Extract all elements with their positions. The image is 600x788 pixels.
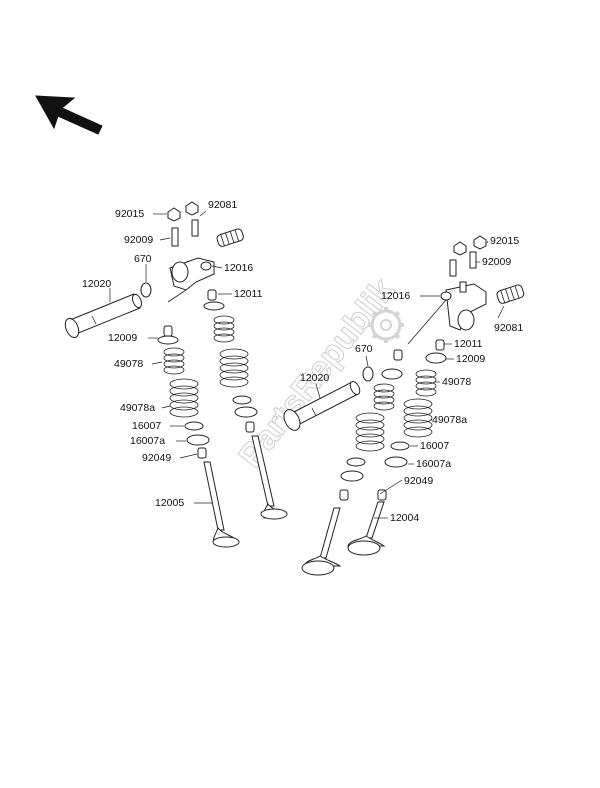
label-12020-right: 12020	[300, 372, 329, 384]
rocker-spring-right	[496, 284, 525, 304]
inner-spring-right-a	[373, 383, 395, 411]
outer-spring-left-a	[169, 378, 199, 418]
label-49078a-left: 49078a	[120, 402, 155, 414]
valve-left-a	[203, 461, 240, 548]
label-12016-left: 12016	[224, 262, 253, 274]
label-92049-left: 92049	[142, 452, 171, 464]
label-16007-left: 16007	[132, 420, 161, 432]
outer-spring-left-b	[219, 348, 249, 388]
cotters-right-b	[435, 339, 445, 351]
spring-seat-2-right-a	[340, 470, 364, 482]
retainer-left-a	[157, 335, 179, 345]
spring-seat-left-a	[184, 421, 204, 431]
valve-left-b	[251, 435, 288, 520]
valve-right-a	[301, 507, 342, 576]
outer-spring-right-a	[355, 412, 385, 452]
inner-spring-left-b	[213, 315, 235, 343]
label-92009-right: 92009	[482, 256, 511, 268]
cotters-left-a	[163, 325, 173, 337]
retainer-right-a	[381, 368, 403, 380]
rocker-spring-left	[216, 228, 244, 247]
inner-spring-left-a	[163, 347, 185, 375]
adjust-nuts-left	[167, 201, 199, 247]
gear-logo-icon	[368, 307, 404, 343]
label-12016-right: 12016	[381, 290, 410, 302]
stem-seal-right-a	[339, 489, 349, 501]
spring-seat-right-b	[390, 441, 410, 451]
valve-right-b	[347, 501, 386, 556]
spring-seat-left-b	[232, 395, 252, 405]
stem-seal-right-b	[377, 489, 387, 501]
rocker-arm-left	[167, 257, 215, 303]
label-49078a-right: 49078a	[432, 414, 467, 426]
left-valve-assembly	[64, 201, 288, 548]
label-670-right: 670	[355, 343, 373, 355]
spring-seat-right-a	[346, 457, 366, 467]
spring-seat-2-left-b	[234, 406, 258, 418]
leader-lines	[109, 210, 505, 519]
label-92009-left: 92009	[124, 234, 153, 246]
rocker-shaft-left	[64, 293, 143, 339]
spring-seat-2-right-b	[384, 456, 408, 468]
label-16007-right: 16007	[420, 440, 449, 452]
rocker-arm-right	[407, 283, 487, 345]
label-12005: 12005	[155, 497, 184, 509]
label-92081-right: 92081	[494, 322, 523, 334]
label-12004: 12004	[390, 512, 419, 524]
part-labels: 92015 92081 92009 670 12016 12020 12011 …	[82, 199, 523, 524]
label-12011-right: 12011	[454, 338, 483, 350]
adjust-nuts-right	[449, 235, 487, 293]
cotters-left-b	[207, 289, 217, 301]
retainer-left-b	[203, 301, 225, 311]
label-12009-right: 12009	[456, 353, 485, 365]
label-92049-right: 92049	[404, 475, 433, 487]
cotters-right-a	[393, 349, 403, 361]
outer-spring-right-b	[403, 398, 433, 438]
o-ring-left	[140, 282, 152, 298]
inner-spring-right-b	[415, 369, 437, 397]
label-16007a-right: 16007a	[416, 458, 451, 470]
label-12020-left: 12020	[82, 278, 111, 290]
stem-seal-left-a	[197, 447, 207, 459]
label-12009-left: 12009	[108, 332, 137, 344]
right-valve-assembly	[283, 235, 525, 576]
label-92081-left: 92081	[208, 199, 237, 211]
label-92015-left: 92015	[115, 208, 144, 220]
label-12011-left: 12011	[234, 288, 263, 300]
label-16007a-left: 16007a	[130, 435, 165, 447]
label-49078-right: 49078	[442, 376, 471, 388]
label-92015-right: 92015	[490, 235, 519, 247]
label-670-left: 670	[134, 253, 152, 265]
label-49078-left: 49078	[114, 358, 143, 370]
o-ring-right	[362, 366, 374, 382]
front-direction-arrow-icon	[35, 95, 103, 135]
spring-seat-2-left-a	[186, 434, 210, 446]
stem-seal-left-b	[245, 421, 255, 433]
retainer-right-b	[425, 352, 447, 364]
rocker-shaft-right	[283, 381, 361, 431]
